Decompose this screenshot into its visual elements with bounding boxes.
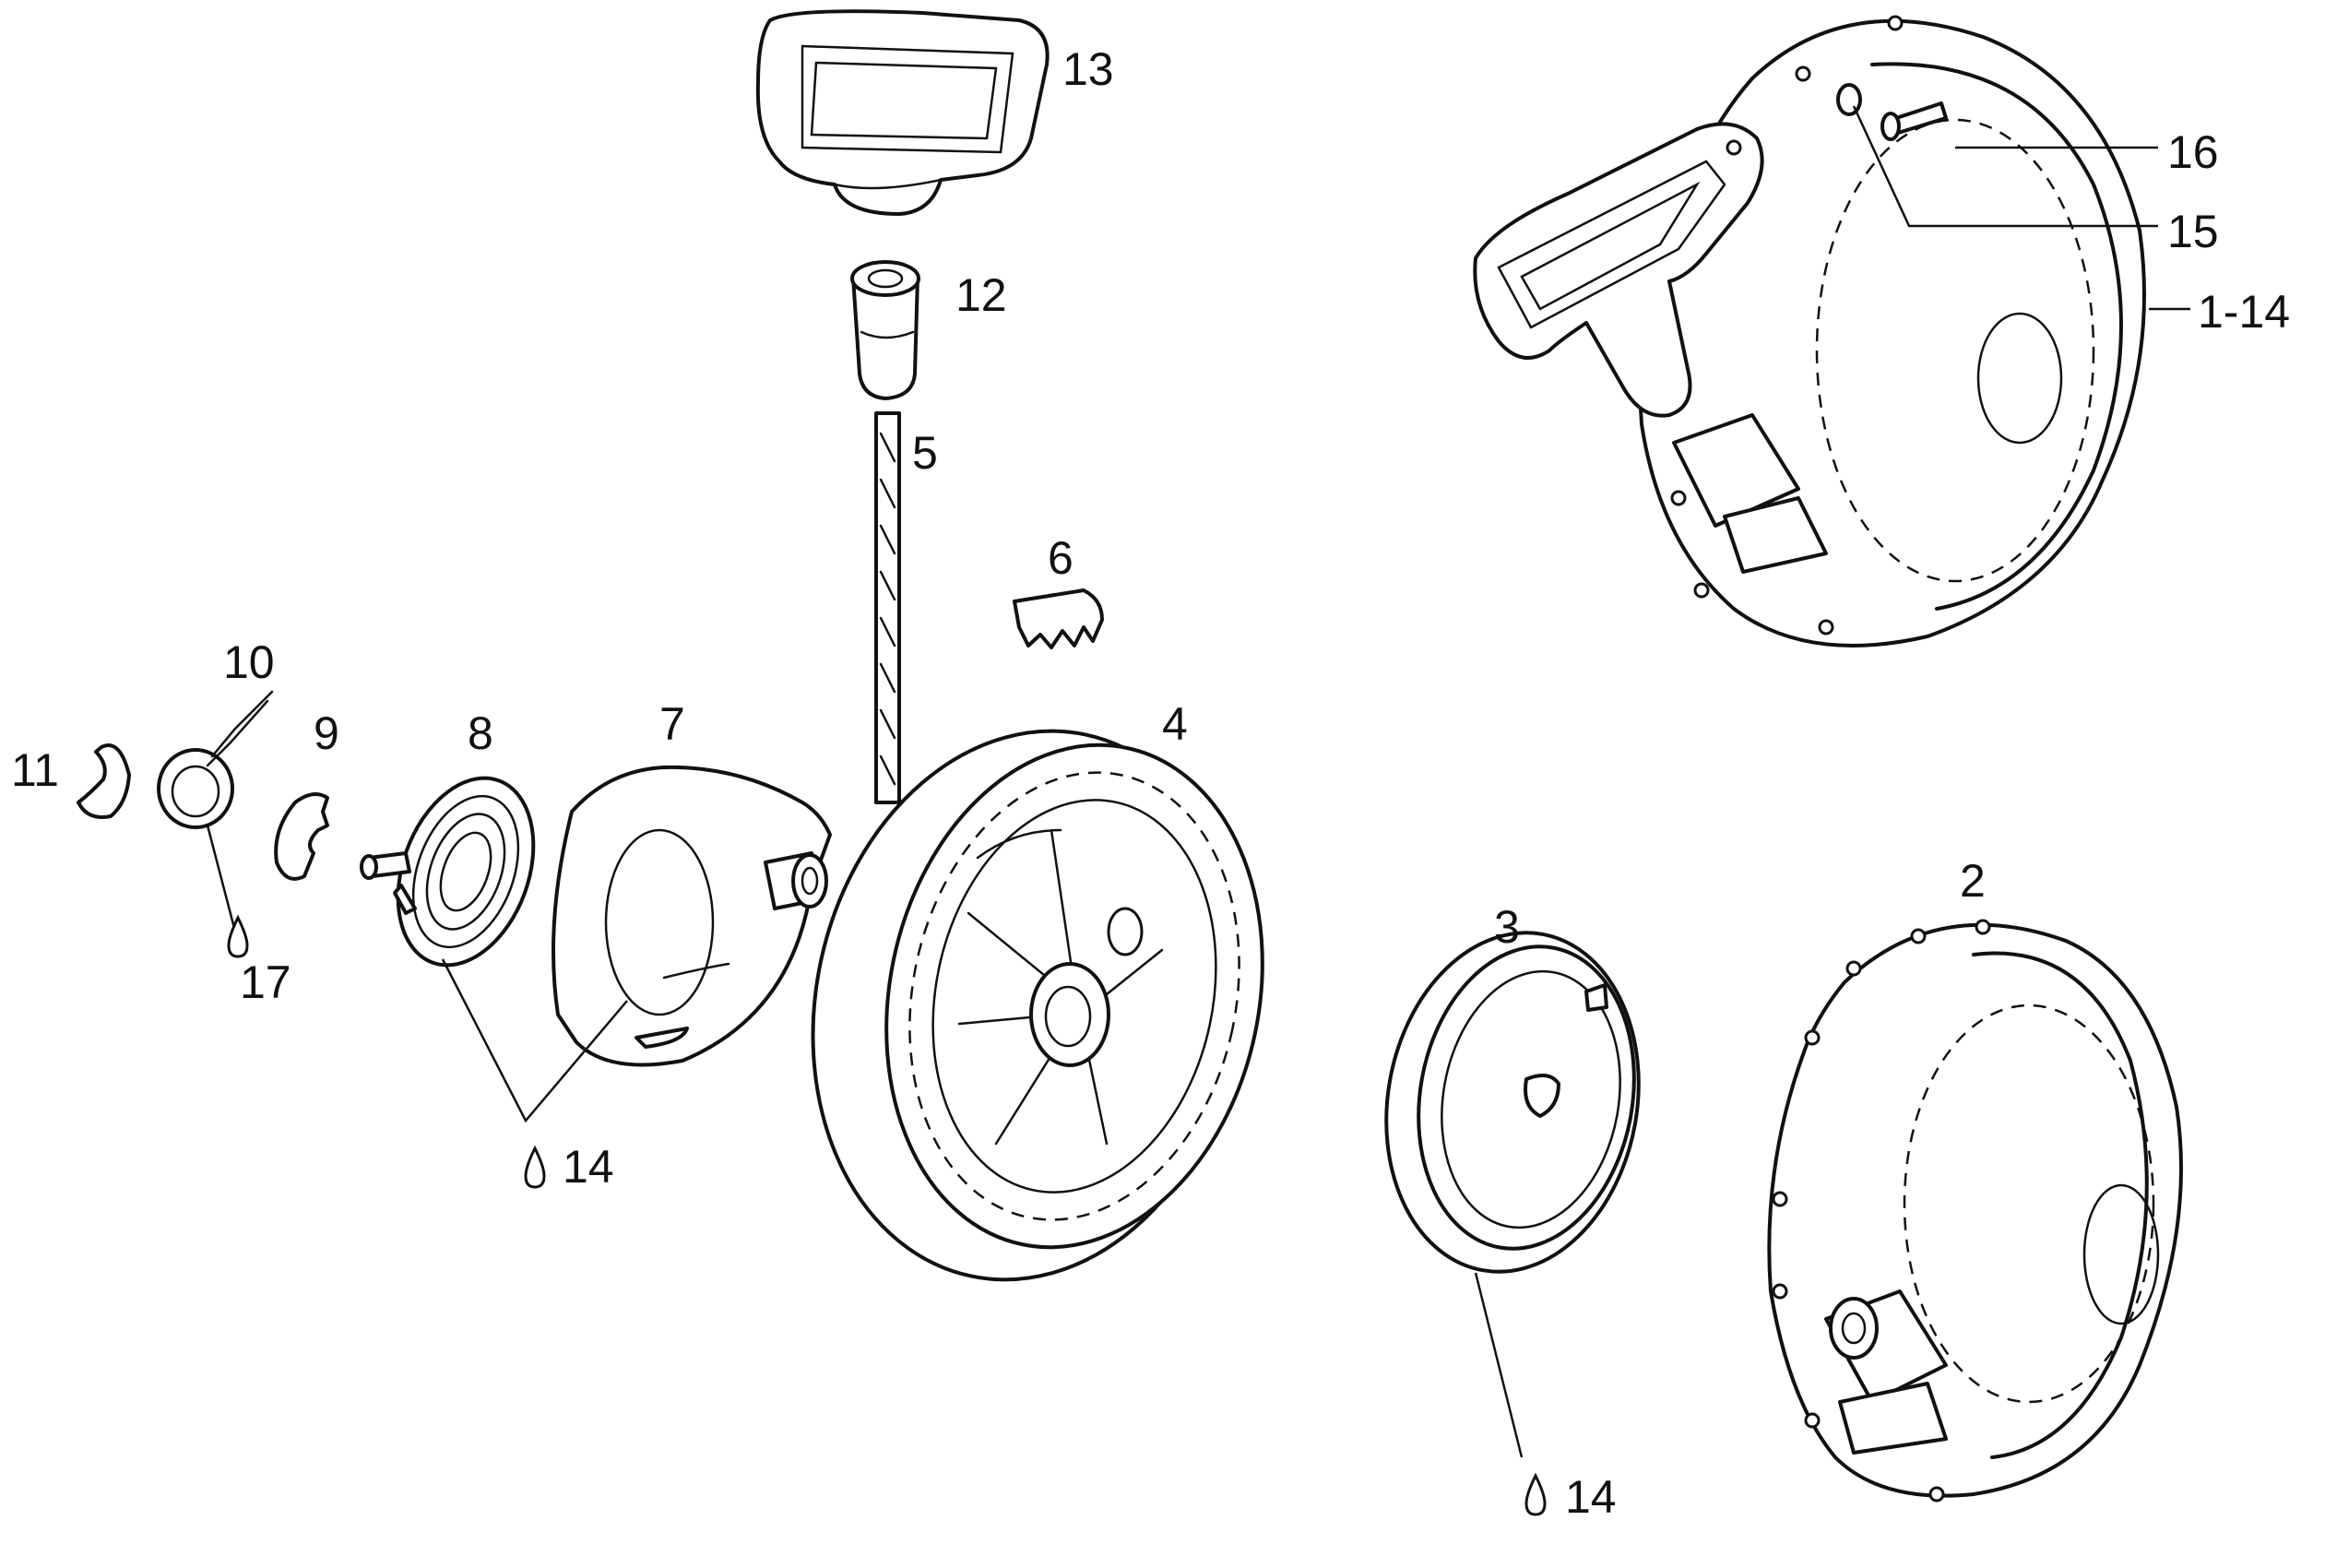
label-6: 6 [1048, 532, 1074, 584]
label-11: 11 [11, 744, 59, 796]
part-13-starter-handle [755, 9, 1050, 216]
oil-drop-icon [524, 1145, 546, 1189]
label-7: 7 [659, 698, 685, 750]
leader-lines [206, 105, 2190, 1458]
label-17: 17 [240, 956, 291, 1008]
part-8-spring-housing [360, 776, 536, 968]
part-7-pawl-carrier [552, 765, 832, 1067]
part-2-housing [1767, 919, 2183, 1503]
label-2: 2 [1960, 855, 1986, 907]
oil-drop-icon [227, 914, 249, 958]
label-14: 14 [563, 1141, 614, 1193]
part-4-rope-pulley [811, 729, 1264, 1282]
label-10: 10 [223, 636, 275, 688]
part-10-spring [157, 690, 274, 829]
label-8: 8 [468, 707, 493, 759]
assembly-handle [1473, 122, 1764, 418]
label-4: 4 [1162, 698, 1188, 750]
assembly-bolt-holes [1670, 15, 1904, 636]
label-16: 16 [2167, 126, 2219, 178]
part-5-starter-rope [874, 411, 901, 804]
label-13: 13 [1062, 43, 1114, 95]
label-15: 15 [2167, 206, 2219, 257]
part-labels: 13 12 5 6 4 7 8 9 10 11 17 14 3 2 14 16 … [11, 43, 2290, 1523]
housing-2-bolt-holes [1772, 919, 1991, 1503]
label-3: 3 [1494, 901, 1520, 953]
part-12-rope-sleeve [850, 260, 920, 400]
part-6-pawl [1013, 588, 1104, 649]
part-11-snap-ring [77, 743, 131, 819]
part-9-circlip [274, 792, 329, 881]
label-1-14: 1-14 [2198, 286, 2290, 338]
part-3-recoil-spring [1384, 931, 1641, 1274]
label-14: 14 [1565, 1471, 1617, 1523]
label-9: 9 [314, 707, 339, 759]
label-12: 12 [955, 269, 1007, 321]
label-5: 5 [912, 427, 938, 479]
part-1-14-assembled-starter [1473, 15, 2146, 647]
oil-drop-icon [1524, 1472, 1547, 1516]
